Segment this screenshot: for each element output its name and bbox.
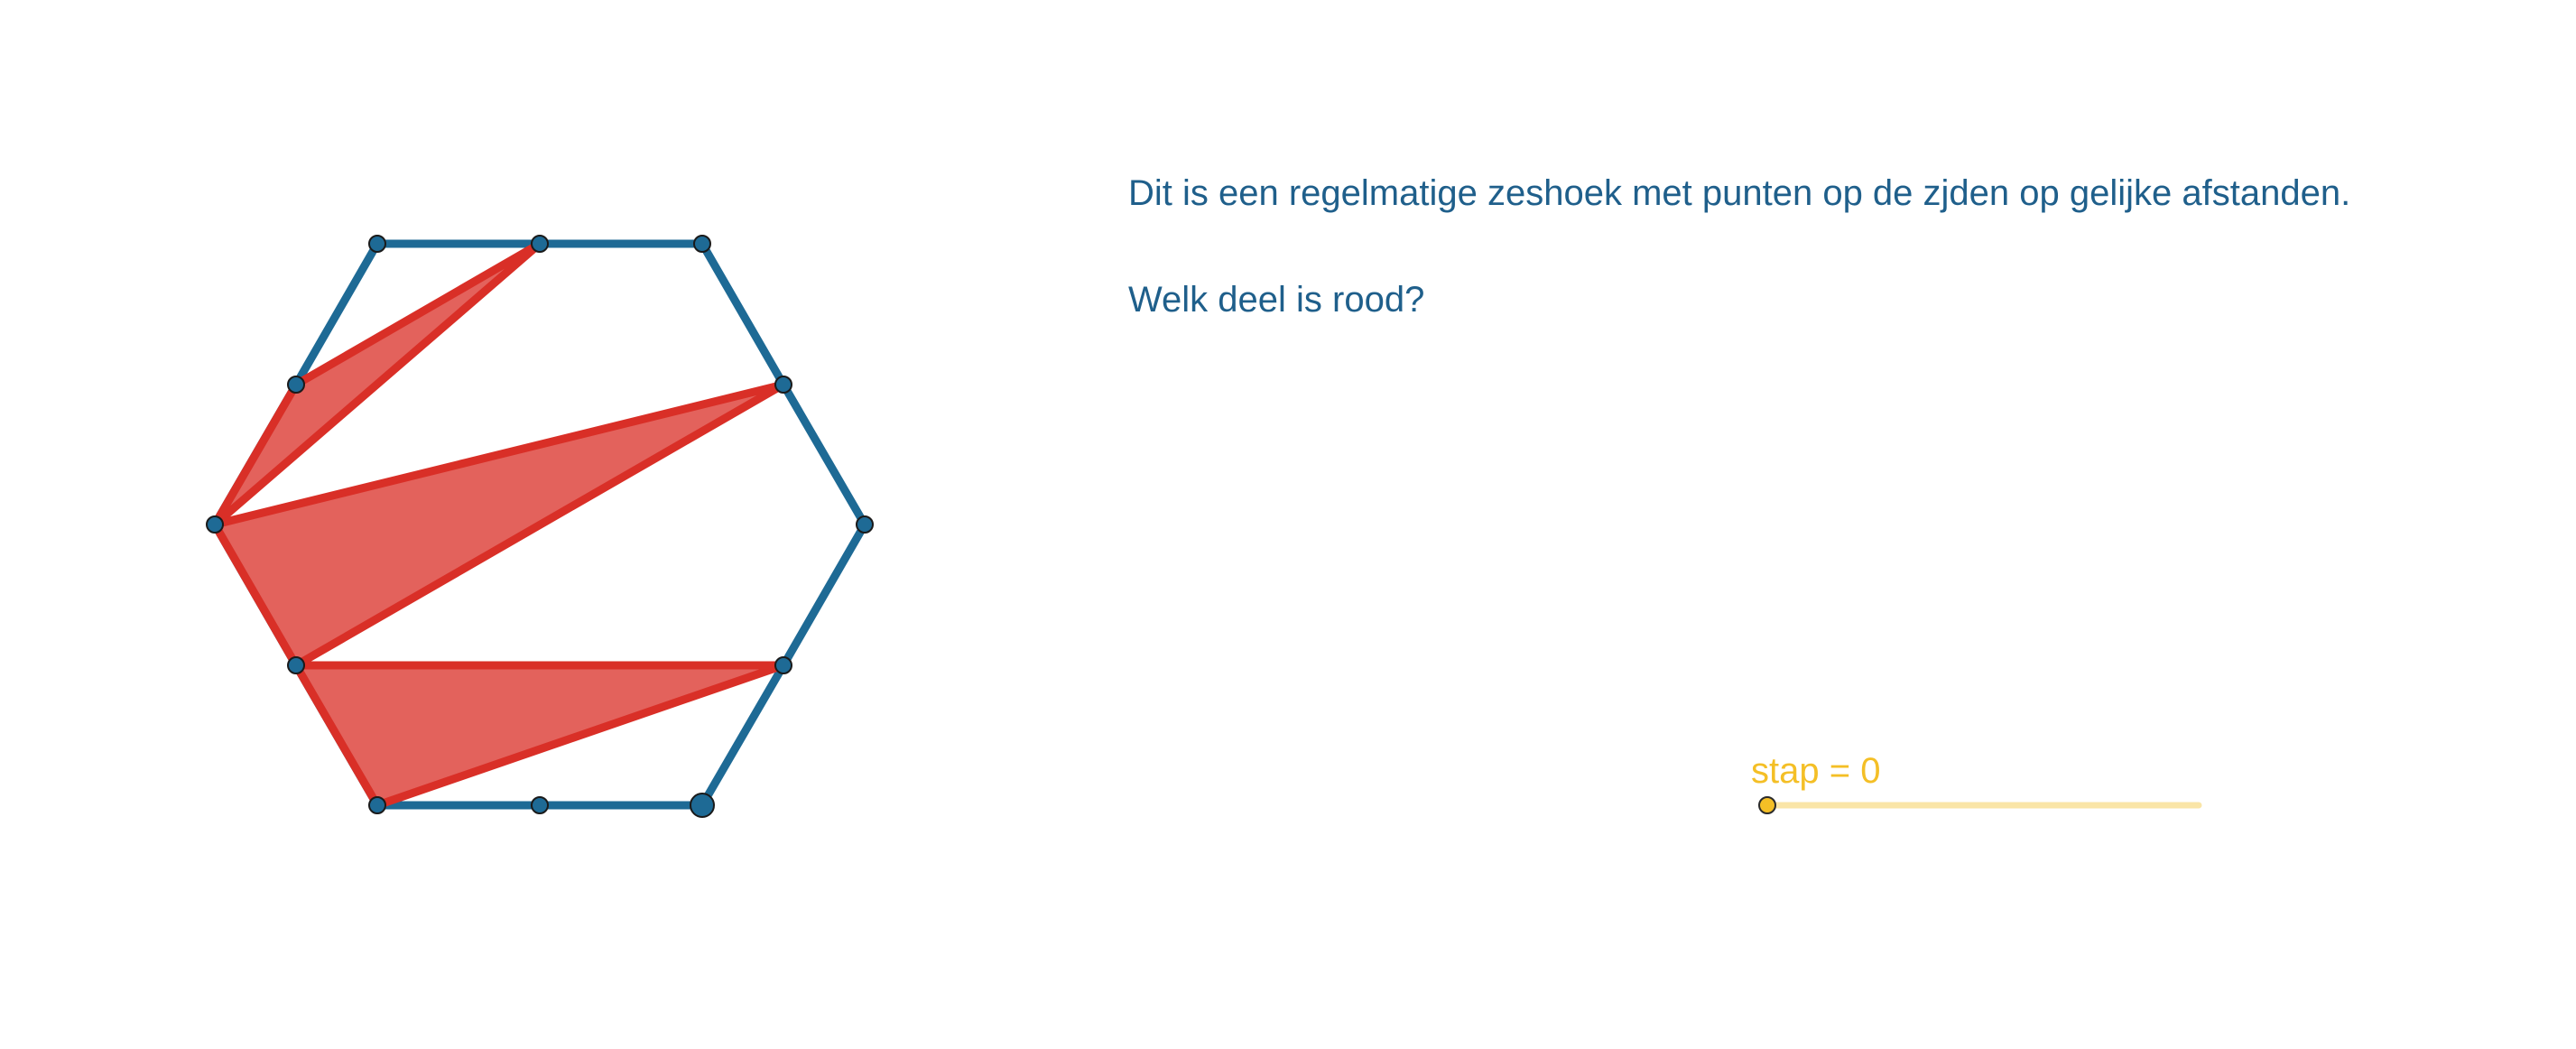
point-top-left[interactable] — [368, 235, 386, 253]
point-bottom-middle[interactable] — [531, 796, 549, 814]
point-right[interactable] — [856, 515, 874, 534]
hexagon-points — [206, 235, 874, 818]
point-top-middle[interactable] — [531, 235, 549, 253]
question-line-1: Dit is een regelmatige zeshoek met punte… — [1128, 173, 2351, 213]
slider-handle[interactable] — [1758, 796, 1776, 814]
point-upper-right[interactable] — [774, 376, 792, 394]
point-bottom-left[interactable] — [368, 796, 386, 814]
question-line-2: Welk deel is rood? — [1128, 280, 1425, 320]
slider-label: stap = 0 — [1751, 751, 1881, 791]
red-triangle-3 — [292, 661, 788, 810]
point-lower-right[interactable] — [774, 656, 792, 674]
point-upper-left[interactable] — [287, 376, 305, 394]
red-triangle-2 — [210, 380, 788, 670]
point-left[interactable] — [206, 515, 224, 534]
point-bottom-right[interactable] — [690, 793, 715, 818]
point-top-right[interactable] — [693, 235, 711, 253]
red-triangle-1 — [210, 239, 544, 529]
point-lower-left[interactable] — [287, 656, 305, 674]
